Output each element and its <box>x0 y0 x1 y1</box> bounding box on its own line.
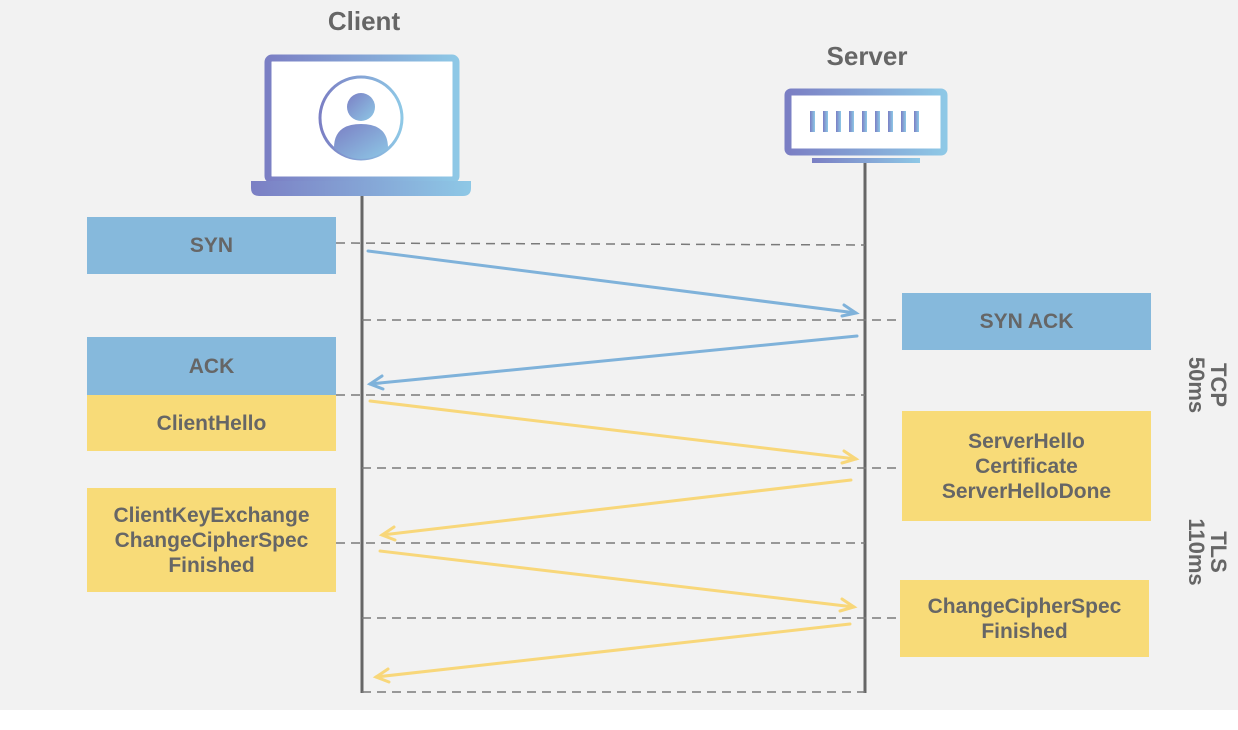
arrow-ack-clienthello <box>368 399 860 465</box>
server-hello-box: ServerHello Certificate ServerHelloDone <box>902 411 1151 521</box>
sequence-lines <box>251 54 948 693</box>
arrow-server-finished <box>372 622 852 684</box>
client-label: Client <box>327 6 401 36</box>
client-hello-box: ClientHello <box>87 395 336 451</box>
server-label: Server <box>826 41 908 71</box>
server-icon <box>784 88 948 163</box>
arrow-clientkeyexchange <box>378 549 858 613</box>
server-finished-box: ChangeCipherSpec Finished <box>900 580 1149 657</box>
laptop-user-icon <box>251 54 471 196</box>
dashed-guides <box>335 242 902 693</box>
arrow-syn-ack <box>366 334 859 391</box>
tcp-phase-label: TCP 50ms <box>1184 356 1231 414</box>
arrow-serverhello <box>378 478 853 542</box>
syn-box: SYN <box>87 217 336 274</box>
arrow-syn <box>366 249 860 318</box>
client-key-exchange-box: ClientKeyExchange ChangeCipherSpec Finis… <box>87 488 336 592</box>
tls-phase-label: TLS 110ms <box>1184 518 1231 586</box>
ack-box: ACK <box>87 337 336 395</box>
syn-ack-box: SYN ACK <box>902 293 1151 350</box>
diagram-canvas: Client Server SYN SYN ACK ACK ClientHell… <box>0 0 1238 710</box>
